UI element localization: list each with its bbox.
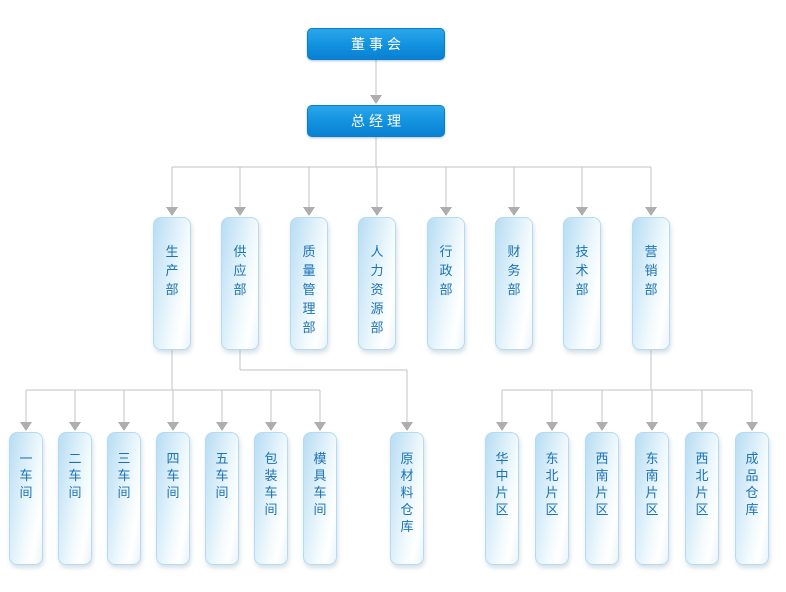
arrow-down-icon bbox=[303, 207, 315, 216]
org-node-department-1[interactable]: 供应部 bbox=[221, 217, 259, 350]
org-node-department-6[interactable]: 技术部 bbox=[563, 217, 601, 350]
org-node-label: 三车间 bbox=[117, 451, 131, 500]
org-node-label: 人力资源部 bbox=[370, 244, 384, 335]
org-node-label: 华中片区 bbox=[495, 451, 509, 517]
org-node-label: 东南片区 bbox=[645, 451, 659, 517]
arrow-down-icon bbox=[576, 207, 588, 216]
org-node-workshop-6[interactable]: 模具车间 bbox=[303, 432, 337, 565]
arrow-down-icon bbox=[166, 207, 178, 216]
arrow-down-icon bbox=[508, 207, 520, 216]
org-node-workshop-1[interactable]: 二车间 bbox=[58, 432, 92, 565]
arrow-down-icon bbox=[646, 422, 658, 431]
org-node-warehouse-0[interactable]: 原材料仓库 bbox=[390, 432, 424, 565]
arrow-down-icon bbox=[440, 207, 452, 216]
org-node-label: 董事会 bbox=[351, 36, 405, 52]
org-node-label: 原材料仓库 bbox=[400, 451, 414, 534]
org-node-label: 东北片区 bbox=[545, 451, 559, 517]
arrow-down-icon bbox=[546, 422, 558, 431]
org-node-label: 生产部 bbox=[165, 244, 179, 297]
arrow-down-icon bbox=[20, 422, 32, 431]
org-node-label: 财务部 bbox=[507, 244, 521, 297]
org-node-label: 技术部 bbox=[575, 244, 589, 297]
org-node-region-0[interactable]: 华中片区 bbox=[485, 432, 519, 565]
org-node-department-5[interactable]: 财务部 bbox=[495, 217, 533, 350]
arrow-down-icon bbox=[696, 422, 708, 431]
arrow-down-icon bbox=[401, 422, 413, 431]
org-node-label: 五车间 bbox=[215, 451, 229, 500]
org-node-region-3[interactable]: 东南片区 bbox=[635, 432, 669, 565]
org-node-label: 供应部 bbox=[233, 244, 247, 297]
org-node-department-3[interactable]: 人力资源部 bbox=[358, 217, 396, 350]
arrow-down-icon bbox=[596, 422, 608, 431]
org-node-workshop-3[interactable]: 四车间 bbox=[156, 432, 190, 565]
arrow-down-icon bbox=[216, 422, 228, 431]
arrow-down-icon bbox=[265, 422, 277, 431]
arrow-down-icon bbox=[371, 207, 383, 216]
org-node-label: 西北片区 bbox=[695, 451, 709, 517]
org-node-label: 一车间 bbox=[19, 451, 33, 500]
org-node-board-of-directors[interactable]: 董事会 bbox=[307, 28, 445, 60]
arrow-down-icon bbox=[645, 207, 657, 216]
org-node-region-5[interactable]: 成品仓库 bbox=[735, 432, 769, 565]
org-node-department-4[interactable]: 行政部 bbox=[427, 217, 465, 350]
arrow-down-icon bbox=[118, 422, 130, 431]
org-node-workshop-5[interactable]: 包装车间 bbox=[254, 432, 288, 565]
org-node-label: 模具车间 bbox=[313, 451, 327, 517]
org-node-label: 总经理 bbox=[351, 113, 405, 129]
org-node-label: 质量管理部 bbox=[302, 244, 316, 335]
org-node-region-1[interactable]: 东北片区 bbox=[535, 432, 569, 565]
org-node-region-4[interactable]: 西北片区 bbox=[685, 432, 719, 565]
arrow-down-icon bbox=[746, 422, 758, 431]
org-node-workshop-2[interactable]: 三车间 bbox=[107, 432, 141, 565]
org-node-workshop-0[interactable]: 一车间 bbox=[9, 432, 43, 565]
org-node-label: 包装车间 bbox=[264, 451, 278, 517]
org-node-workshop-4[interactable]: 五车间 bbox=[205, 432, 239, 565]
arrow-down-icon bbox=[370, 95, 382, 104]
org-node-label: 行政部 bbox=[439, 244, 453, 297]
org-node-region-2[interactable]: 西南片区 bbox=[585, 432, 619, 565]
org-node-label: 四车间 bbox=[166, 451, 180, 500]
org-node-department-2[interactable]: 质量管理部 bbox=[290, 217, 328, 350]
arrow-down-icon bbox=[496, 422, 508, 431]
org-node-general-manager[interactable]: 总经理 bbox=[307, 105, 445, 137]
arrow-down-icon bbox=[234, 207, 246, 216]
arrow-down-icon bbox=[69, 422, 81, 431]
org-node-label: 西南片区 bbox=[595, 451, 609, 517]
org-node-label: 成品仓库 bbox=[745, 451, 759, 517]
org-node-label: 二车间 bbox=[68, 451, 82, 500]
org-node-department-0[interactable]: 生产部 bbox=[153, 217, 191, 350]
arrow-down-icon bbox=[314, 422, 326, 431]
arrow-down-icon bbox=[167, 422, 179, 431]
org-node-department-7[interactable]: 营销部 bbox=[632, 217, 670, 350]
org-node-label: 营销部 bbox=[644, 244, 658, 297]
